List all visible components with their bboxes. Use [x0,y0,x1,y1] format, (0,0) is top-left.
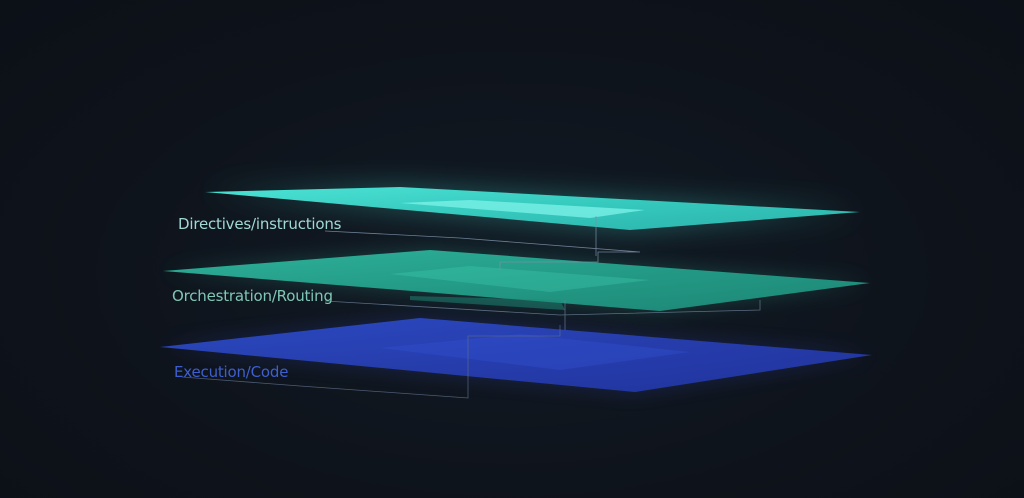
orchestration-layer-inner-panel [390,266,650,292]
execution-layer-label: Execution/Code [174,363,288,381]
orchestration-connector-lines [324,300,761,330]
directives-connector-lines [324,216,641,270]
orchestration-layer-plane [163,250,870,311]
execution-layer-plane [160,318,872,392]
directives-layer-inner-panel [400,200,645,218]
execution-connector-lines [181,325,561,399]
orchestration-layer-label: Orchestration/Routing [172,287,333,305]
directives-layer-label: Directives/instructions [178,215,342,233]
execution-layer-inner-panel [380,334,690,370]
orchestration-layer-notch [410,296,565,310]
